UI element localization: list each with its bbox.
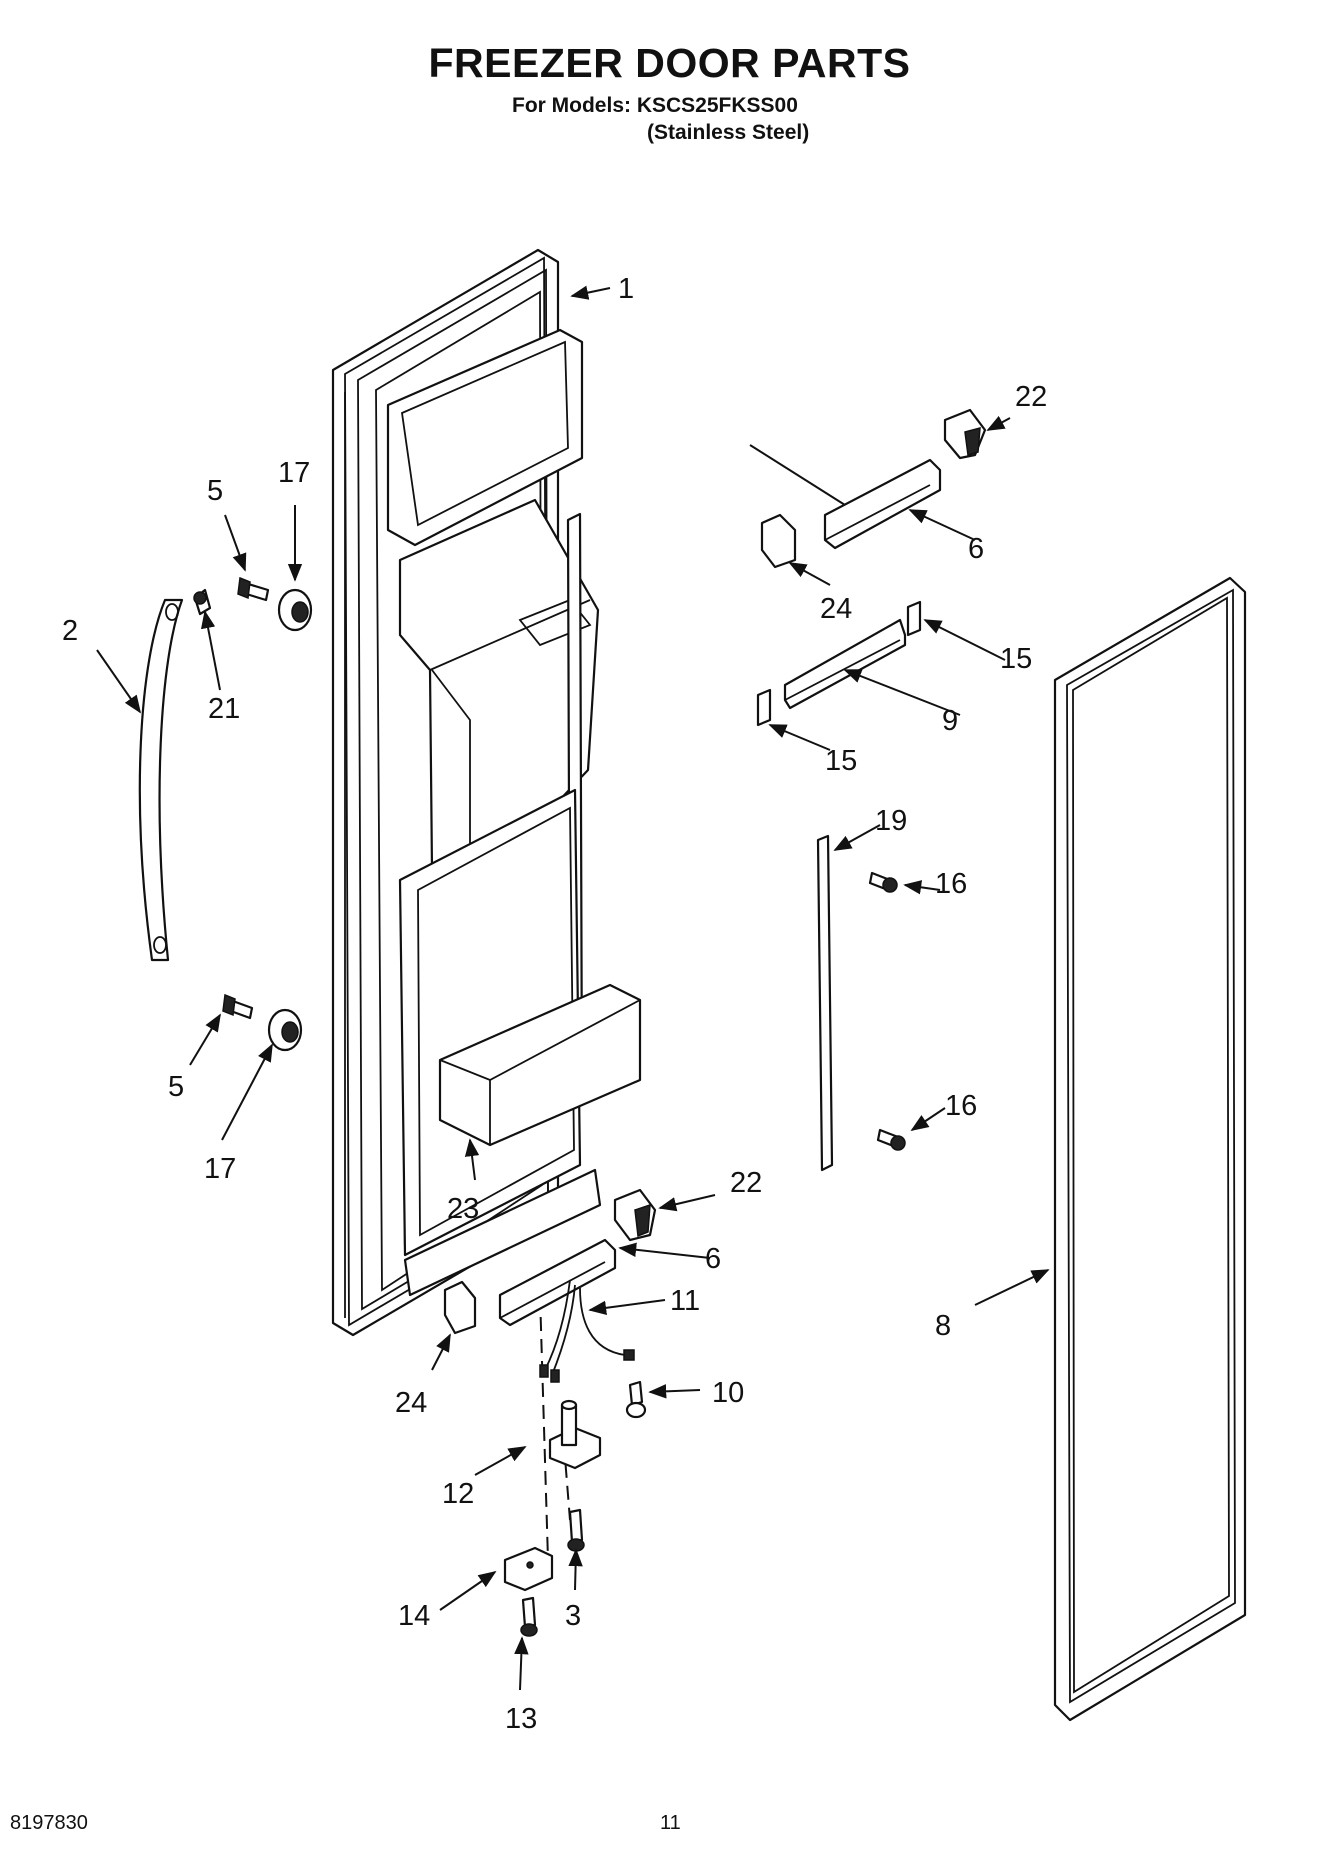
document-number: 8197830 — [10, 1812, 88, 1834]
page-title: FREEZER DOOR PARTS — [428, 40, 911, 86]
callout-17-bottom: 17 — [204, 1153, 236, 1185]
bracket-part-24-top — [760, 513, 797, 569]
clip-part-22-top — [943, 408, 987, 460]
rail-part-9 — [783, 618, 907, 710]
model-info: For Models: KSCS25FKSS00 (Stainless Stee… — [512, 92, 809, 146]
bracket-part-24-bottom — [443, 1280, 477, 1335]
callout-24-bottom: 24 — [395, 1387, 427, 1419]
callout-12: 12 — [442, 1478, 474, 1510]
page-number: 11 — [660, 1812, 681, 1834]
door-handle-part-2 — [138, 598, 184, 962]
screw-part-3 — [567, 1508, 585, 1552]
screw-part-16-top — [868, 871, 898, 893]
bracket-part-15-top — [906, 600, 922, 637]
spacer-part-17-bottom — [267, 1008, 303, 1052]
hinge-cam-part-14 — [503, 1546, 554, 1592]
callout-6-bottom: 6 — [705, 1243, 721, 1275]
callout-8: 8 — [935, 1310, 951, 1342]
callout-1: 1 — [618, 273, 634, 305]
leader-lines — [96, 285, 1050, 1691]
callout-22-bottom: 22 — [730, 1167, 762, 1199]
callout-22-top: 22 — [1015, 381, 1047, 413]
callout-17-top: 17 — [278, 457, 310, 489]
hinge-part-12 — [548, 1399, 602, 1470]
screw-part-10 — [625, 1380, 647, 1419]
callout-14: 14 — [398, 1600, 430, 1632]
callout-labels: 1 22 17 5 6 2 21 24 15 9 15 19 16 5 17 1… — [62, 273, 1047, 1735]
screw-part-16-bottom — [876, 1128, 906, 1151]
callout-13: 13 — [505, 1703, 537, 1735]
clip-part-22-bottom — [613, 1188, 657, 1242]
callout-3: 3 — [565, 1600, 581, 1632]
callout-9: 9 — [942, 705, 958, 737]
callout-5-bottom: 5 — [168, 1071, 184, 1103]
callout-5-top: 5 — [207, 475, 223, 507]
callout-11: 11 — [670, 1285, 700, 1317]
spacer-part-17-top — [277, 588, 313, 632]
callout-15-top: 15 — [1000, 643, 1032, 675]
callout-6-top: 6 — [968, 533, 984, 565]
callout-19: 19 — [875, 805, 907, 837]
callout-15-bottom: 15 — [825, 745, 857, 777]
screw-part-21 — [193, 588, 212, 616]
screw-part-13 — [520, 1596, 538, 1637]
wire-harness-part-11 — [539, 1279, 635, 1383]
model-finish: (Stainless Steel) — [647, 121, 810, 144]
door-gasket-part-8 — [1053, 576, 1247, 1722]
callout-23: 23 — [447, 1193, 479, 1225]
model-number: For Models: KSCS25FKSS00 — [512, 94, 798, 117]
screw-part-5-bottom — [222, 993, 254, 1020]
door-liner-part-1 — [331, 248, 642, 1337]
bracket-part-15-bottom — [756, 688, 772, 727]
rail-part-6-top — [823, 458, 942, 550]
rail-part-6-bottom — [498, 1238, 617, 1327]
callout-21: 21 — [208, 693, 240, 725]
callout-10: 10 — [712, 1377, 744, 1409]
callout-16-top: 16 — [935, 868, 967, 900]
screw-part-5-top — [237, 576, 270, 602]
callout-24-top: 24 — [820, 593, 852, 625]
strip-part-19 — [816, 834, 834, 1172]
hinge-screw-axis — [561, 1419, 571, 1521]
callout-2: 2 — [62, 615, 78, 647]
callout-16-bottom: 16 — [945, 1090, 977, 1122]
hinge-axis — [539, 1294, 549, 1561]
